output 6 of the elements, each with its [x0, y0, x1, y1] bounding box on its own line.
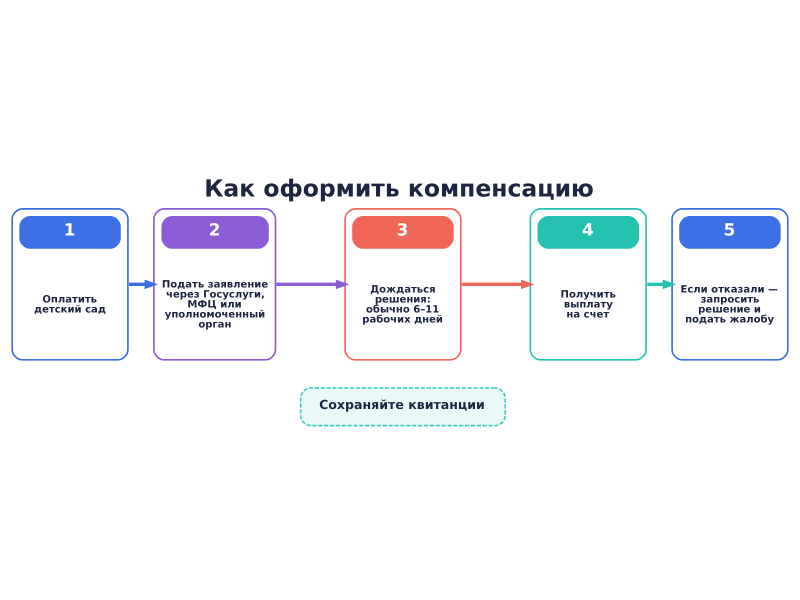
arrow	[647, 279, 676, 289]
arrow	[129, 279, 158, 289]
arrow	[462, 279, 534, 289]
node-box: Сохраняйте квитанции	[300, 386, 506, 426]
arrow	[276, 279, 350, 289]
diagram-title: Как оформить компенсацию	[204, 174, 594, 202]
